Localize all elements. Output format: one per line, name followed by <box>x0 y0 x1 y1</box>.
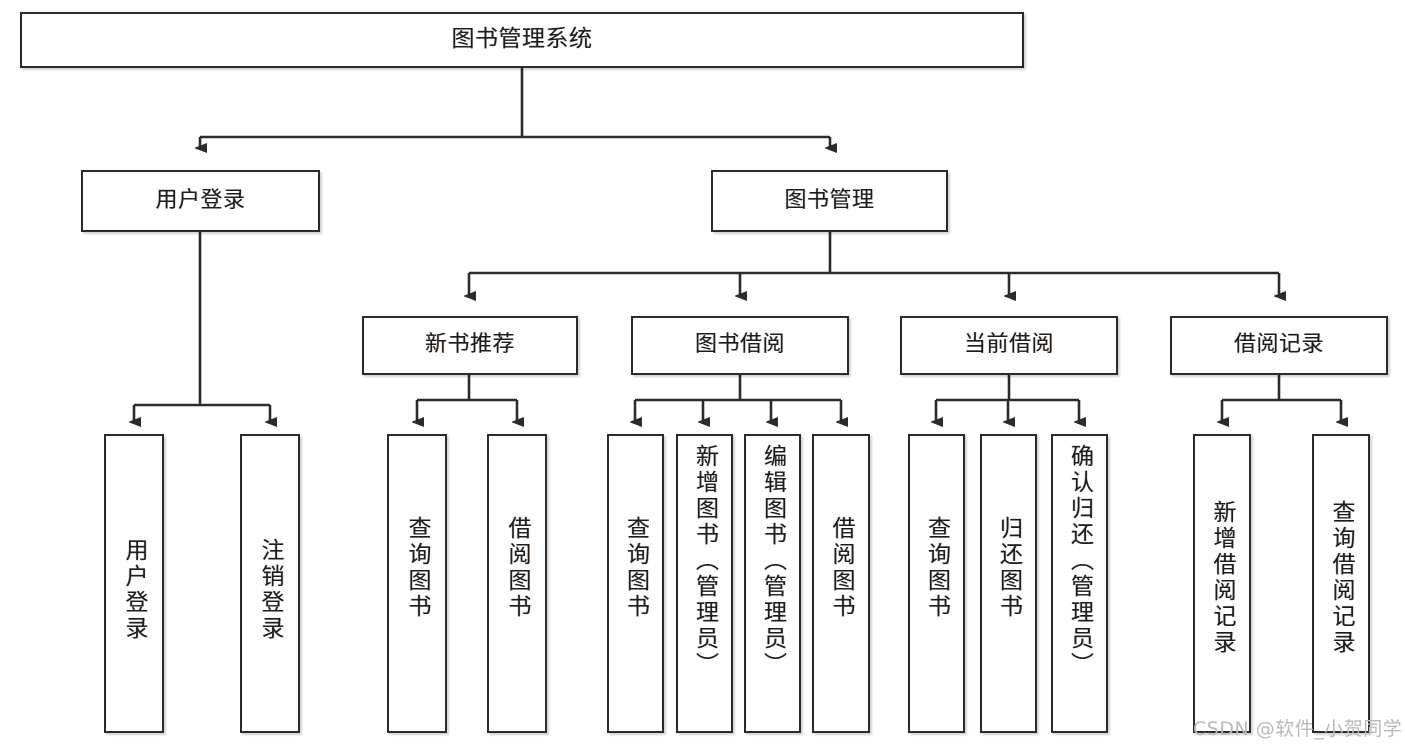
node-label: 用户登录 <box>121 538 148 642</box>
node-book-management[interactable]: 图书管理 <box>711 170 948 232</box>
node-label: 借阅记录 <box>1233 332 1324 358</box>
node-root-book-management-system[interactable]: 图书管理系统 <box>20 12 1024 68</box>
node-leaf-add-book[interactable]: 新增图书（管理员） <box>676 434 733 733</box>
node-leaf-query-book-recommend[interactable]: 查询图书 <box>387 434 447 733</box>
node-label: 用户登录 <box>155 187 246 213</box>
node-label: 查询图书 <box>404 516 431 620</box>
node-label: 查询图书 <box>622 516 649 620</box>
node-label: 归还图书 <box>995 516 1022 620</box>
node-new-book-recommend[interactable]: 新书推荐 <box>362 316 578 375</box>
node-user-login[interactable]: 用户登录 <box>81 170 320 232</box>
node-label: 图书管理系统 <box>451 26 593 53</box>
node-leaf-borrow-book[interactable]: 借阅图书 <box>812 434 870 733</box>
node-label: 借阅图书 <box>504 516 531 620</box>
node-book-borrow[interactable]: 图书借阅 <box>631 316 849 375</box>
node-leaf-return-book[interactable]: 归还图书 <box>980 434 1037 733</box>
node-label: 新增借阅记录 <box>1209 500 1236 656</box>
node-label: 注销登录 <box>257 538 284 642</box>
node-label: 借阅图书 <box>828 516 855 620</box>
node-label: 查询借阅记录 <box>1328 500 1355 656</box>
csdn-watermark: CSDN @软件_小贺同学 <box>1193 718 1403 740</box>
node-leaf-borrow-book-recommend[interactable]: 借阅图书 <box>487 434 547 733</box>
node-leaf-logout[interactable]: 注销登录 <box>240 434 300 733</box>
node-leaf-query-borrow-record[interactable]: 查询借阅记录 <box>1312 434 1370 733</box>
node-label: 确认归还（管理员） <box>1066 444 1093 678</box>
node-label: 查询图书 <box>923 516 950 620</box>
node-borrow-record[interactable]: 借阅记录 <box>1170 316 1388 375</box>
node-leaf-query-book-borrow[interactable]: 查询图书 <box>607 434 664 733</box>
node-label: 新增图书（管理员） <box>691 444 718 678</box>
node-label: 图书借阅 <box>694 332 785 358</box>
node-current-borrow[interactable]: 当前借阅 <box>900 316 1118 375</box>
node-leaf-confirm-return[interactable]: 确认归还（管理员） <box>1051 434 1108 733</box>
node-leaf-edit-book[interactable]: 编辑图书（管理员） <box>744 434 801 733</box>
node-label: 当前借阅 <box>963 332 1054 358</box>
node-leaf-add-borrow-record[interactable]: 新增借阅记录 <box>1193 434 1251 733</box>
node-leaf-query-book-current[interactable]: 查询图书 <box>908 434 965 733</box>
node-label: 新书推荐 <box>424 332 515 358</box>
node-leaf-user-login[interactable]: 用户登录 <box>104 434 164 733</box>
node-label: 图书管理 <box>784 187 875 213</box>
node-label: 编辑图书（管理员） <box>759 444 786 678</box>
